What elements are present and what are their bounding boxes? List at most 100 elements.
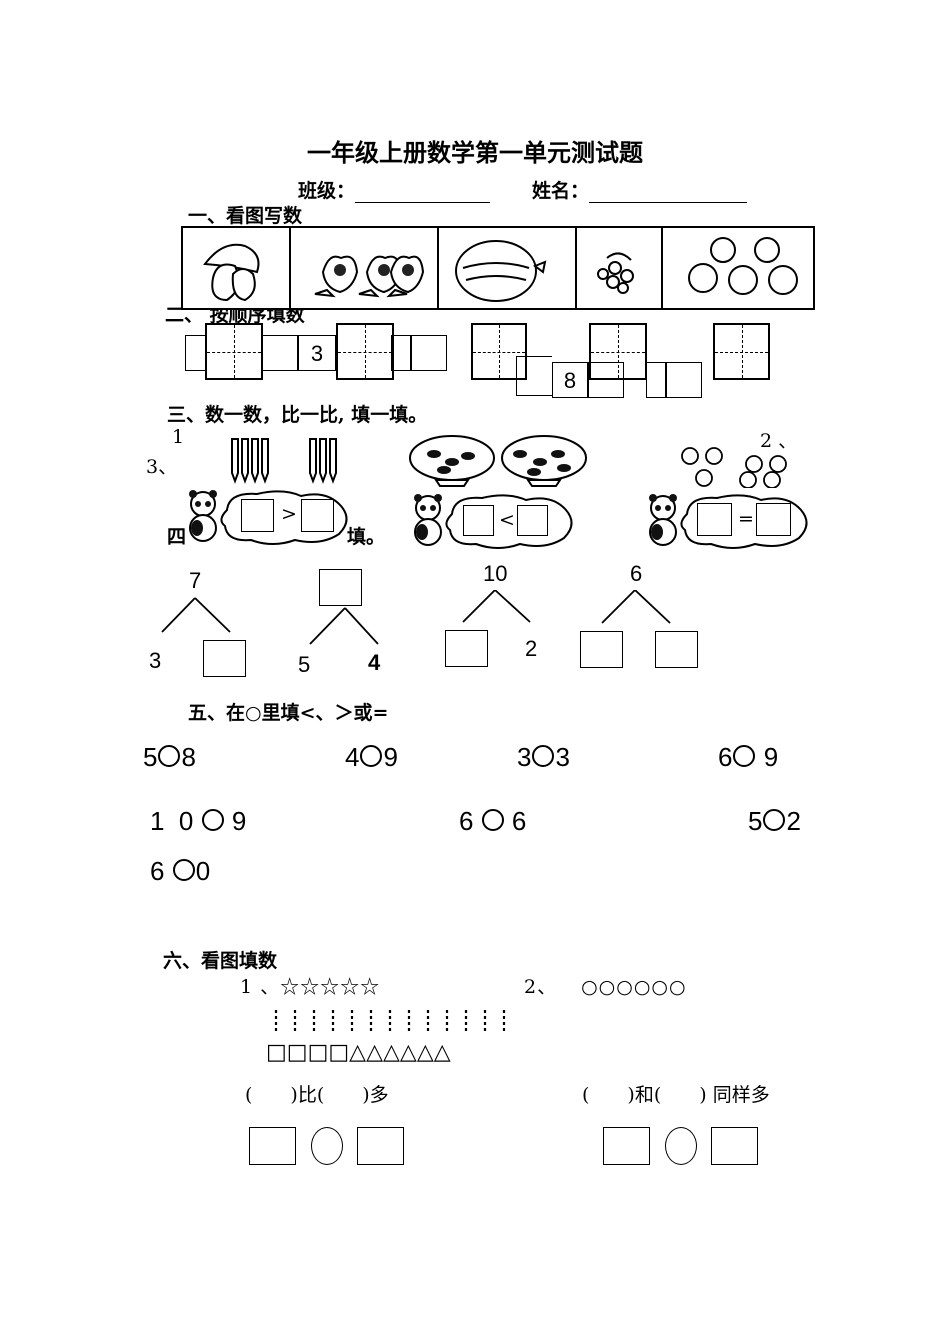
apple-icon <box>688 237 798 295</box>
answer-box[interactable] <box>203 640 246 677</box>
section-1-heading: 一、看图写数 <box>188 205 303 227</box>
question-marker: 1 <box>172 426 185 448</box>
q2-circles-line: 2、 ○○○○○○ <box>524 972 687 999</box>
compare-right: 9 <box>756 742 779 772</box>
sequence-cell[interactable] <box>391 335 411 371</box>
q2-sentence: ( )和( ) 同样多 <box>582 1084 770 1106</box>
compare-item: 6 0 <box>150 856 210 887</box>
peach-icon <box>314 255 425 298</box>
name-label: 姓名： <box>532 180 590 202</box>
comparison-sign: > <box>281 503 297 525</box>
writing-grid[interactable] <box>589 323 647 380</box>
compare-item: 6 9 <box>718 742 778 773</box>
q1-label: 1 、 <box>240 976 281 998</box>
triangles-row: △△△△△△ <box>349 1040 451 1065</box>
fruit-pictures <box>203 228 798 308</box>
section-3-heading: 三、数一数，比一比, 填一填。 <box>167 404 428 426</box>
class-field: 班级： <box>298 176 491 203</box>
compare-circle[interactable] <box>201 809 224 831</box>
fishbowl-icon <box>409 435 587 487</box>
sequence-given-cell: 8 <box>552 362 588 398</box>
answer-box[interactable] <box>249 1127 296 1165</box>
compare-circle[interactable] <box>733 745 756 767</box>
writing-grid[interactable] <box>205 323 263 380</box>
sequence-cell[interactable] <box>262 335 298 371</box>
answer-box[interactable] <box>357 1127 404 1165</box>
compare-left: 6 <box>718 742 733 772</box>
answer-box[interactable] <box>655 631 698 668</box>
compare-circle[interactable] <box>360 745 383 767</box>
cherries-icon <box>681 447 787 488</box>
number-bond-lines <box>161 590 671 645</box>
question-marker: 3、 <box>146 456 178 478</box>
sequence-value: 8 <box>563 368 577 393</box>
writing-grid[interactable] <box>713 323 770 380</box>
stars-row: ☆☆☆☆☆ <box>280 976 381 998</box>
compare-item: 1 0 9 <box>150 806 246 837</box>
compare-right: 9 <box>383 742 398 772</box>
compare-circle[interactable] <box>172 859 195 881</box>
compare-right: 9 <box>224 806 247 836</box>
section-6-heading: 六、看图填数 <box>163 950 278 972</box>
mango-icon <box>203 243 260 302</box>
sequence-cell[interactable] <box>516 356 552 396</box>
bond-part-number: 5 <box>298 652 311 677</box>
compare-circle[interactable] <box>481 809 504 831</box>
compare-right: 8 <box>181 742 196 772</box>
answer-box[interactable] <box>301 499 334 532</box>
answer-box[interactable] <box>711 1127 758 1165</box>
bond-part-number: 4 <box>368 650 381 675</box>
compare-right: 0 <box>195 856 211 886</box>
answer-circle[interactable] <box>665 1127 697 1165</box>
dotted-dividers <box>274 1010 506 1032</box>
page-title: 一年级上册数学第一单元测试题 <box>307 138 643 167</box>
answer-box[interactable] <box>517 505 548 536</box>
writing-grid[interactable] <box>471 323 527 380</box>
bond-top-number: 10 <box>483 561 508 586</box>
bond-part-number: 3 <box>149 648 162 673</box>
answer-circle[interactable] <box>311 1127 343 1165</box>
squares-row: □□□□ <box>266 1040 350 1065</box>
answer-box[interactable] <box>603 1127 650 1165</box>
sequence-cell[interactable] <box>646 362 666 398</box>
compare-left: 4 <box>345 742 360 772</box>
class-blank[interactable] <box>355 182 491 203</box>
sequence-given-cell: 3 <box>298 335 336 371</box>
panda-cloud-icon <box>649 494 808 549</box>
compare-left: 5 <box>748 806 763 836</box>
answer-box[interactable] <box>580 631 623 668</box>
sequence-value: 3 <box>310 341 324 366</box>
compare-left: 6 <box>459 806 481 836</box>
circles-row: ○○○○○○ <box>581 976 687 998</box>
panda-cloud-icon <box>414 494 573 549</box>
bond-top-number: 7 <box>189 568 202 593</box>
sequence-cell[interactable] <box>411 335 447 371</box>
panda-cloud-icon <box>189 490 348 545</box>
bond-top-number: 6 <box>630 561 643 586</box>
answer-box[interactable] <box>319 569 362 606</box>
compare-circle[interactable] <box>158 745 181 767</box>
compare-item: 6 6 <box>459 806 526 837</box>
compare-left: 3 <box>517 742 532 772</box>
sequence-cell[interactable] <box>588 362 624 398</box>
comparison-sign: < <box>499 509 515 531</box>
answer-box[interactable] <box>241 499 274 532</box>
compare-left: 6 <box>150 856 172 886</box>
answer-box[interactable] <box>445 630 488 667</box>
compare-circle[interactable] <box>532 745 555 767</box>
compare-circle[interactable] <box>763 809 786 831</box>
sequence-cell[interactable] <box>185 335 207 371</box>
answer-box[interactable] <box>463 505 494 536</box>
answer-box[interactable] <box>756 503 791 536</box>
name-blank[interactable] <box>589 182 748 203</box>
sequence-cell[interactable] <box>666 362 702 398</box>
q2-label: 2、 <box>524 976 558 998</box>
compare-right: 3 <box>555 742 570 772</box>
section-4-suffix: 填。 <box>347 526 386 548</box>
writing-grid[interactable] <box>336 323 394 380</box>
answer-box[interactable] <box>697 503 732 536</box>
section-4-prefix: 四 <box>167 526 187 548</box>
